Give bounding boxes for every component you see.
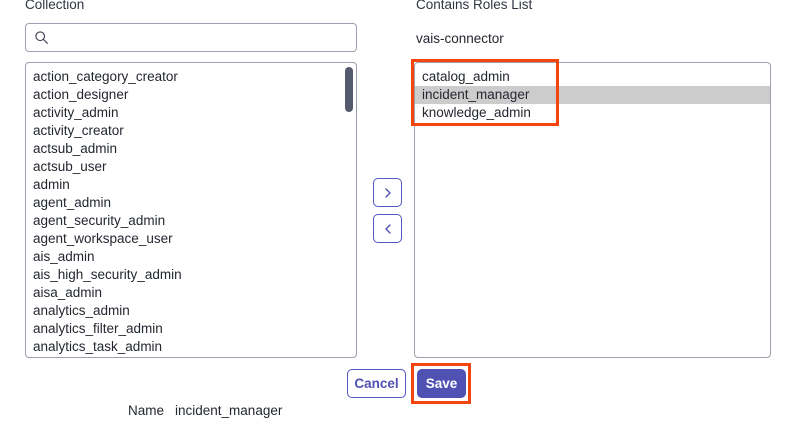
collection-list-item[interactable]: activity_creator (33, 123, 124, 138)
save-button[interactable]: Save (417, 369, 466, 398)
collection-column-label: Collection (25, 0, 85, 12)
search-icon (34, 30, 49, 45)
name-label: Name (128, 403, 165, 418)
search-field-wrapper[interactable] (25, 23, 357, 52)
collection-list-item[interactable]: ais_high_security_admin (33, 267, 182, 282)
contains-roles-list-item[interactable]: knowledge_admin (422, 105, 531, 120)
collection-list-item[interactable]: action_designer (33, 87, 129, 102)
collection-list-item[interactable]: ais_admin (33, 249, 95, 264)
collection-list-item[interactable]: analytics_task_admin (33, 339, 163, 354)
collection-list-item[interactable]: agent_security_admin (33, 213, 166, 228)
chevron-right-icon (374, 187, 401, 199)
move-left-button[interactable] (373, 214, 402, 243)
collection-scrollbar[interactable] (345, 67, 353, 355)
collection-scrollbar-thumb[interactable] (345, 67, 353, 112)
cancel-button[interactable]: Cancel (347, 369, 406, 398)
name-row: Name incident_manager (128, 403, 282, 418)
collection-list-item[interactable]: agent_workspace_user (33, 231, 173, 246)
collection-list-item[interactable]: analytics_viewer (26, 356, 356, 357)
move-right-button[interactable] (373, 178, 402, 207)
contains-roles-list-item[interactable]: catalog_admin (422, 69, 510, 84)
chevron-left-icon (374, 223, 401, 235)
collection-list-item[interactable]: aisa_admin (33, 285, 103, 300)
search-input[interactable] (55, 24, 348, 51)
collection-list-item[interactable]: action_category_creator (33, 69, 178, 84)
collection-list-item[interactable]: actsub_user (33, 159, 107, 174)
connector-name-text: vais-connector (416, 31, 504, 46)
name-value: incident_manager (175, 403, 283, 418)
contains-roles-list-column-label: Contains Roles List (416, 0, 533, 12)
collection-list-item[interactable]: activity_admin (33, 105, 119, 120)
collection-list-item[interactable]: agent_admin (33, 195, 112, 210)
collection-list-item[interactable]: admin (33, 177, 70, 192)
collection-list-item[interactable]: analytics_filter_admin (33, 321, 163, 336)
collection-list-item[interactable]: actsub_admin (33, 141, 118, 156)
contains-roles-list-item[interactable]: incident_manager (415, 86, 770, 104)
collection-list-item[interactable]: analytics_admin (33, 303, 130, 318)
